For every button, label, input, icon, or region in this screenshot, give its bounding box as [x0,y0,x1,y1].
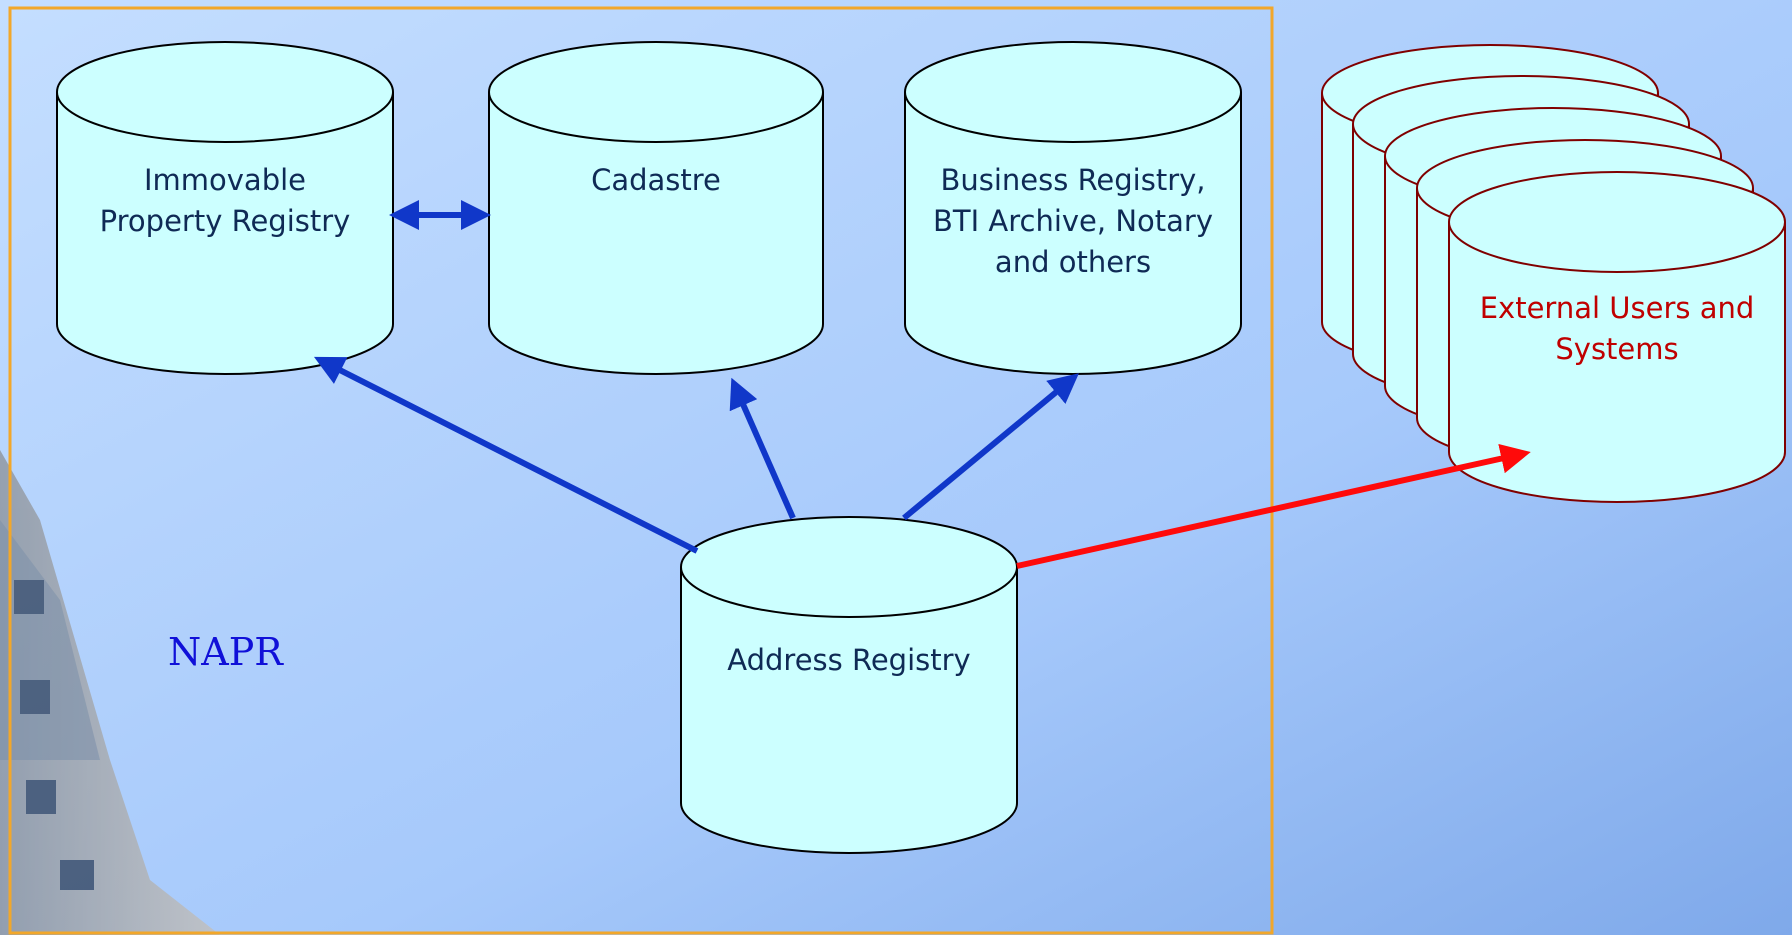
building-image [0,450,220,935]
napr-boundary [8,6,1274,935]
external-users-label: External Users and Systems [1479,291,1755,366]
arrow-address-to-external [1016,443,1531,569]
address-registry-label: Address Registry [727,643,971,677]
immovable-property-registry-label: Immovable Property Registry [99,163,351,238]
arrow-address-to-immovable [313,356,699,554]
cadastre-node[interactable] [488,41,824,375]
business-registry-node[interactable] [904,41,1242,375]
address-registry-node[interactable] [680,516,1018,854]
business-registry-label: Business Registry, BTI Archive, Notary a… [933,163,1213,279]
immovable-property-registry-node[interactable] [56,41,394,375]
external-cylinder-front [1448,171,1786,503]
arrow-address-to-business [902,373,1079,521]
napr-boundary-label: NAPR [168,630,283,674]
external-users-stack[interactable] [1321,44,1786,503]
cadastre-label: Cadastre [591,163,721,197]
arrow-address-to-cadastre [729,377,796,520]
